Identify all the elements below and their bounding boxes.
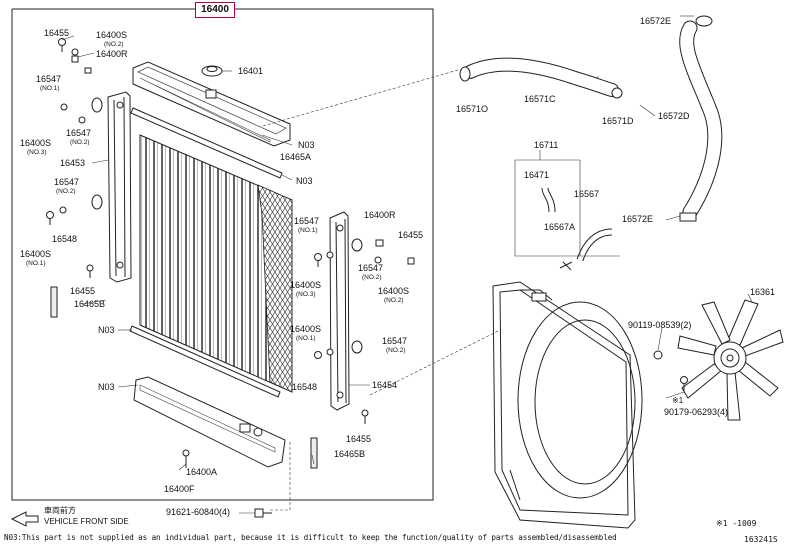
label-n03-d[interactable]: N03 xyxy=(98,382,115,392)
leader-lines xyxy=(61,15,753,514)
label-16572d[interactable]: 16572D xyxy=(658,111,690,121)
label-16400s-c-sub: (NO.1) xyxy=(26,260,46,267)
label-16455-c[interactable]: 16455 xyxy=(398,230,424,240)
label-16401[interactable]: 16401 xyxy=(238,66,264,76)
label-16571c[interactable]: 16571C xyxy=(524,94,556,104)
label-16572e-b[interactable]: 16572E xyxy=(622,214,654,224)
label-16548-b[interactable]: 16548 xyxy=(292,382,318,392)
label-16567a[interactable]: 16567A xyxy=(544,222,576,232)
assembly-frame xyxy=(11,8,434,501)
footnote-n03: N03:This part is not supplied as an indi… xyxy=(4,533,617,542)
label-16465a[interactable]: 16465A xyxy=(280,152,312,162)
label-16455-a[interactable]: 16455 xyxy=(44,28,70,38)
label-16454[interactable]: 16454 xyxy=(372,380,398,390)
label-16400r-a[interactable]: 16400R xyxy=(96,49,128,59)
label-16400s-b-sub: (NO.3) xyxy=(27,149,47,156)
label-16547-f-sub: (NO.2) xyxy=(386,347,406,354)
side-support-left xyxy=(107,91,132,283)
label-16471[interactable]: 16471 xyxy=(524,170,550,180)
label-16400s-b[interactable]: 16400S xyxy=(20,138,52,148)
label-16567[interactable]: 16567 xyxy=(574,189,600,199)
label-n03-a[interactable]: N03 xyxy=(298,140,315,150)
cooling-fan xyxy=(653,299,784,421)
label-16400s-e-sub: (NO.2) xyxy=(384,297,404,304)
fan-shroud xyxy=(492,281,643,529)
bolt-91621 xyxy=(254,508,272,518)
label-16400s-c[interactable]: 16400S xyxy=(20,249,52,259)
label-16400s-f[interactable]: 16400S xyxy=(290,324,322,334)
label-16465b-a[interactable]: 16465B xyxy=(74,299,106,309)
label-mark-90179: ※1 xyxy=(672,396,684,405)
label-16711[interactable]: 16711 xyxy=(534,140,559,150)
label-16571o[interactable]: 16571O xyxy=(456,104,489,114)
upper-hose-16571c xyxy=(459,57,623,99)
label-16400s-f-sub: (NO.1) xyxy=(296,335,316,342)
label-16455-b[interactable]: 16455 xyxy=(70,286,96,296)
label-16400r-b[interactable]: 16400R xyxy=(364,210,396,220)
label-90179[interactable]: 90179-06293(4) xyxy=(664,407,729,417)
code-bottom: 163241S xyxy=(744,535,778,544)
vehicle-front-arrow xyxy=(10,511,39,527)
code-top: ※1 -1009 xyxy=(716,519,757,528)
label-16453[interactable]: 16453 xyxy=(60,158,86,168)
assembly-number-box[interactable]: 16400 xyxy=(195,2,235,18)
direction-english: VEHICLE FRONT SIDE xyxy=(44,517,129,526)
label-16400f[interactable]: 16400F xyxy=(164,484,195,494)
label-16572e-a[interactable]: 16572E xyxy=(640,16,672,26)
label-16547-d[interactable]: 16547 xyxy=(294,216,320,226)
label-16548-a[interactable]: 16548 xyxy=(52,234,78,244)
label-16400s-a-sub: (NO.2) xyxy=(104,41,124,48)
label-16547-e-sub: (NO.2) xyxy=(362,274,382,281)
reservoir-hose-16572d xyxy=(679,15,723,222)
label-16400s-d[interactable]: 16400S xyxy=(290,280,322,290)
small-parts-left xyxy=(46,38,103,318)
label-16547-c[interactable]: 16547 xyxy=(54,177,80,187)
label-90119[interactable]: 90119-08539(2) xyxy=(628,320,692,330)
label-16400s-d-sub: (NO.3) xyxy=(296,291,316,298)
label-16547-a[interactable]: 16547 xyxy=(36,74,62,84)
label-16361[interactable]: 16361 xyxy=(750,287,776,297)
label-16547-f[interactable]: 16547 xyxy=(382,336,408,346)
label-16547-c-sub: (NO.2) xyxy=(56,188,76,195)
label-16547-e[interactable]: 16547 xyxy=(358,263,384,273)
side-support-right xyxy=(310,211,415,469)
label-16547-b-sub: (NO.2) xyxy=(70,139,90,146)
label-16400s-a[interactable]: 16400S xyxy=(96,30,128,40)
direction-japanese: 車両前方 xyxy=(44,506,76,515)
radiator-core xyxy=(129,61,293,468)
label-16547-b[interactable]: 16547 xyxy=(66,128,92,138)
label-16400s-e[interactable]: 16400S xyxy=(378,286,410,296)
label-16455-d[interactable]: 16455 xyxy=(346,434,372,444)
label-16547-a-sub: (NO.1) xyxy=(40,85,60,92)
label-n03-c[interactable]: N03 xyxy=(98,325,115,335)
label-n03-b[interactable]: N03 xyxy=(296,176,313,186)
label-91621[interactable]: 91621-60840(4) xyxy=(166,507,231,517)
label-16465b-b[interactable]: 16465B xyxy=(334,449,366,459)
small-hoses-16471-16567 xyxy=(541,187,613,271)
label-16400a[interactable]: 16400A xyxy=(186,467,218,477)
label-16571d[interactable]: 16571D xyxy=(602,116,634,126)
label-16547-d-sub: (NO.1) xyxy=(298,227,318,234)
